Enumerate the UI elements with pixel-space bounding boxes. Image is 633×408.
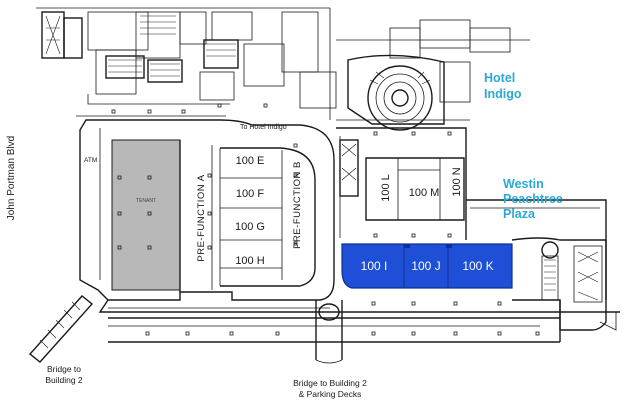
- hotel-indigo-label-line2: Indigo: [484, 87, 522, 101]
- room-100-g-label[interactable]: 100 G: [235, 221, 265, 233]
- westin-label-line1: Westin: [503, 177, 544, 191]
- bridge-parking-label-line1: Bridge to Building 2: [293, 378, 367, 388]
- westin-label-line2: Peachtree: [503, 192, 563, 206]
- hotel-indigo-label-line1: Hotel: [484, 71, 515, 85]
- indigo-structures: [336, 19, 530, 131]
- west-bridge: [28, 295, 94, 363]
- westin-label-line3: Plaza: [503, 207, 536, 221]
- room-100-j-label[interactable]: 100 J: [411, 259, 440, 273]
- room-100-l-label[interactable]: 100 L: [380, 174, 392, 202]
- room-100-h-label[interactable]: 100 H: [235, 255, 264, 267]
- northwest-structures: [36, 7, 337, 120]
- street-label: John Portman Blvd: [6, 136, 17, 221]
- highlight-rooms-ijk[interactable]: [341, 243, 513, 289]
- room-100-k-label[interactable]: 100 K: [462, 259, 493, 273]
- room-100-m-label[interactable]: 100 M: [409, 187, 440, 199]
- bridge-parking-label-line2: & Parking Decks: [299, 389, 362, 399]
- atm-label: ATM: [84, 157, 97, 164]
- westin-connection: [511, 237, 617, 331]
- prefunction-b-label: PRE-FUNCTION B: [292, 161, 303, 249]
- room-100-e-label[interactable]: 100 E: [236, 155, 265, 167]
- prefunction-a-label: PRE-FUNCTION A: [196, 174, 207, 261]
- bridge-building2-label-line2: Building 2: [45, 375, 83, 385]
- rooms-lmn: [365, 157, 465, 221]
- room-100-f-label[interactable]: 100 F: [236, 188, 264, 200]
- to-hotel-indigo-label: To Hotel Indigo: [240, 124, 287, 131]
- tenant-space: [111, 139, 181, 291]
- south-corridor: [98, 299, 620, 364]
- tenant-label: TENANT: [136, 198, 156, 204]
- main-building-outline: [76, 115, 335, 301]
- rooms-ijk-highlight[interactable]: [341, 243, 513, 289]
- bridge-building2-label-line1: Bridge to: [47, 364, 81, 374]
- room-100-n-label[interactable]: 100 N: [451, 167, 463, 196]
- pillars: [111, 103, 540, 336]
- room-100-i-label[interactable]: 100 I: [361, 259, 388, 273]
